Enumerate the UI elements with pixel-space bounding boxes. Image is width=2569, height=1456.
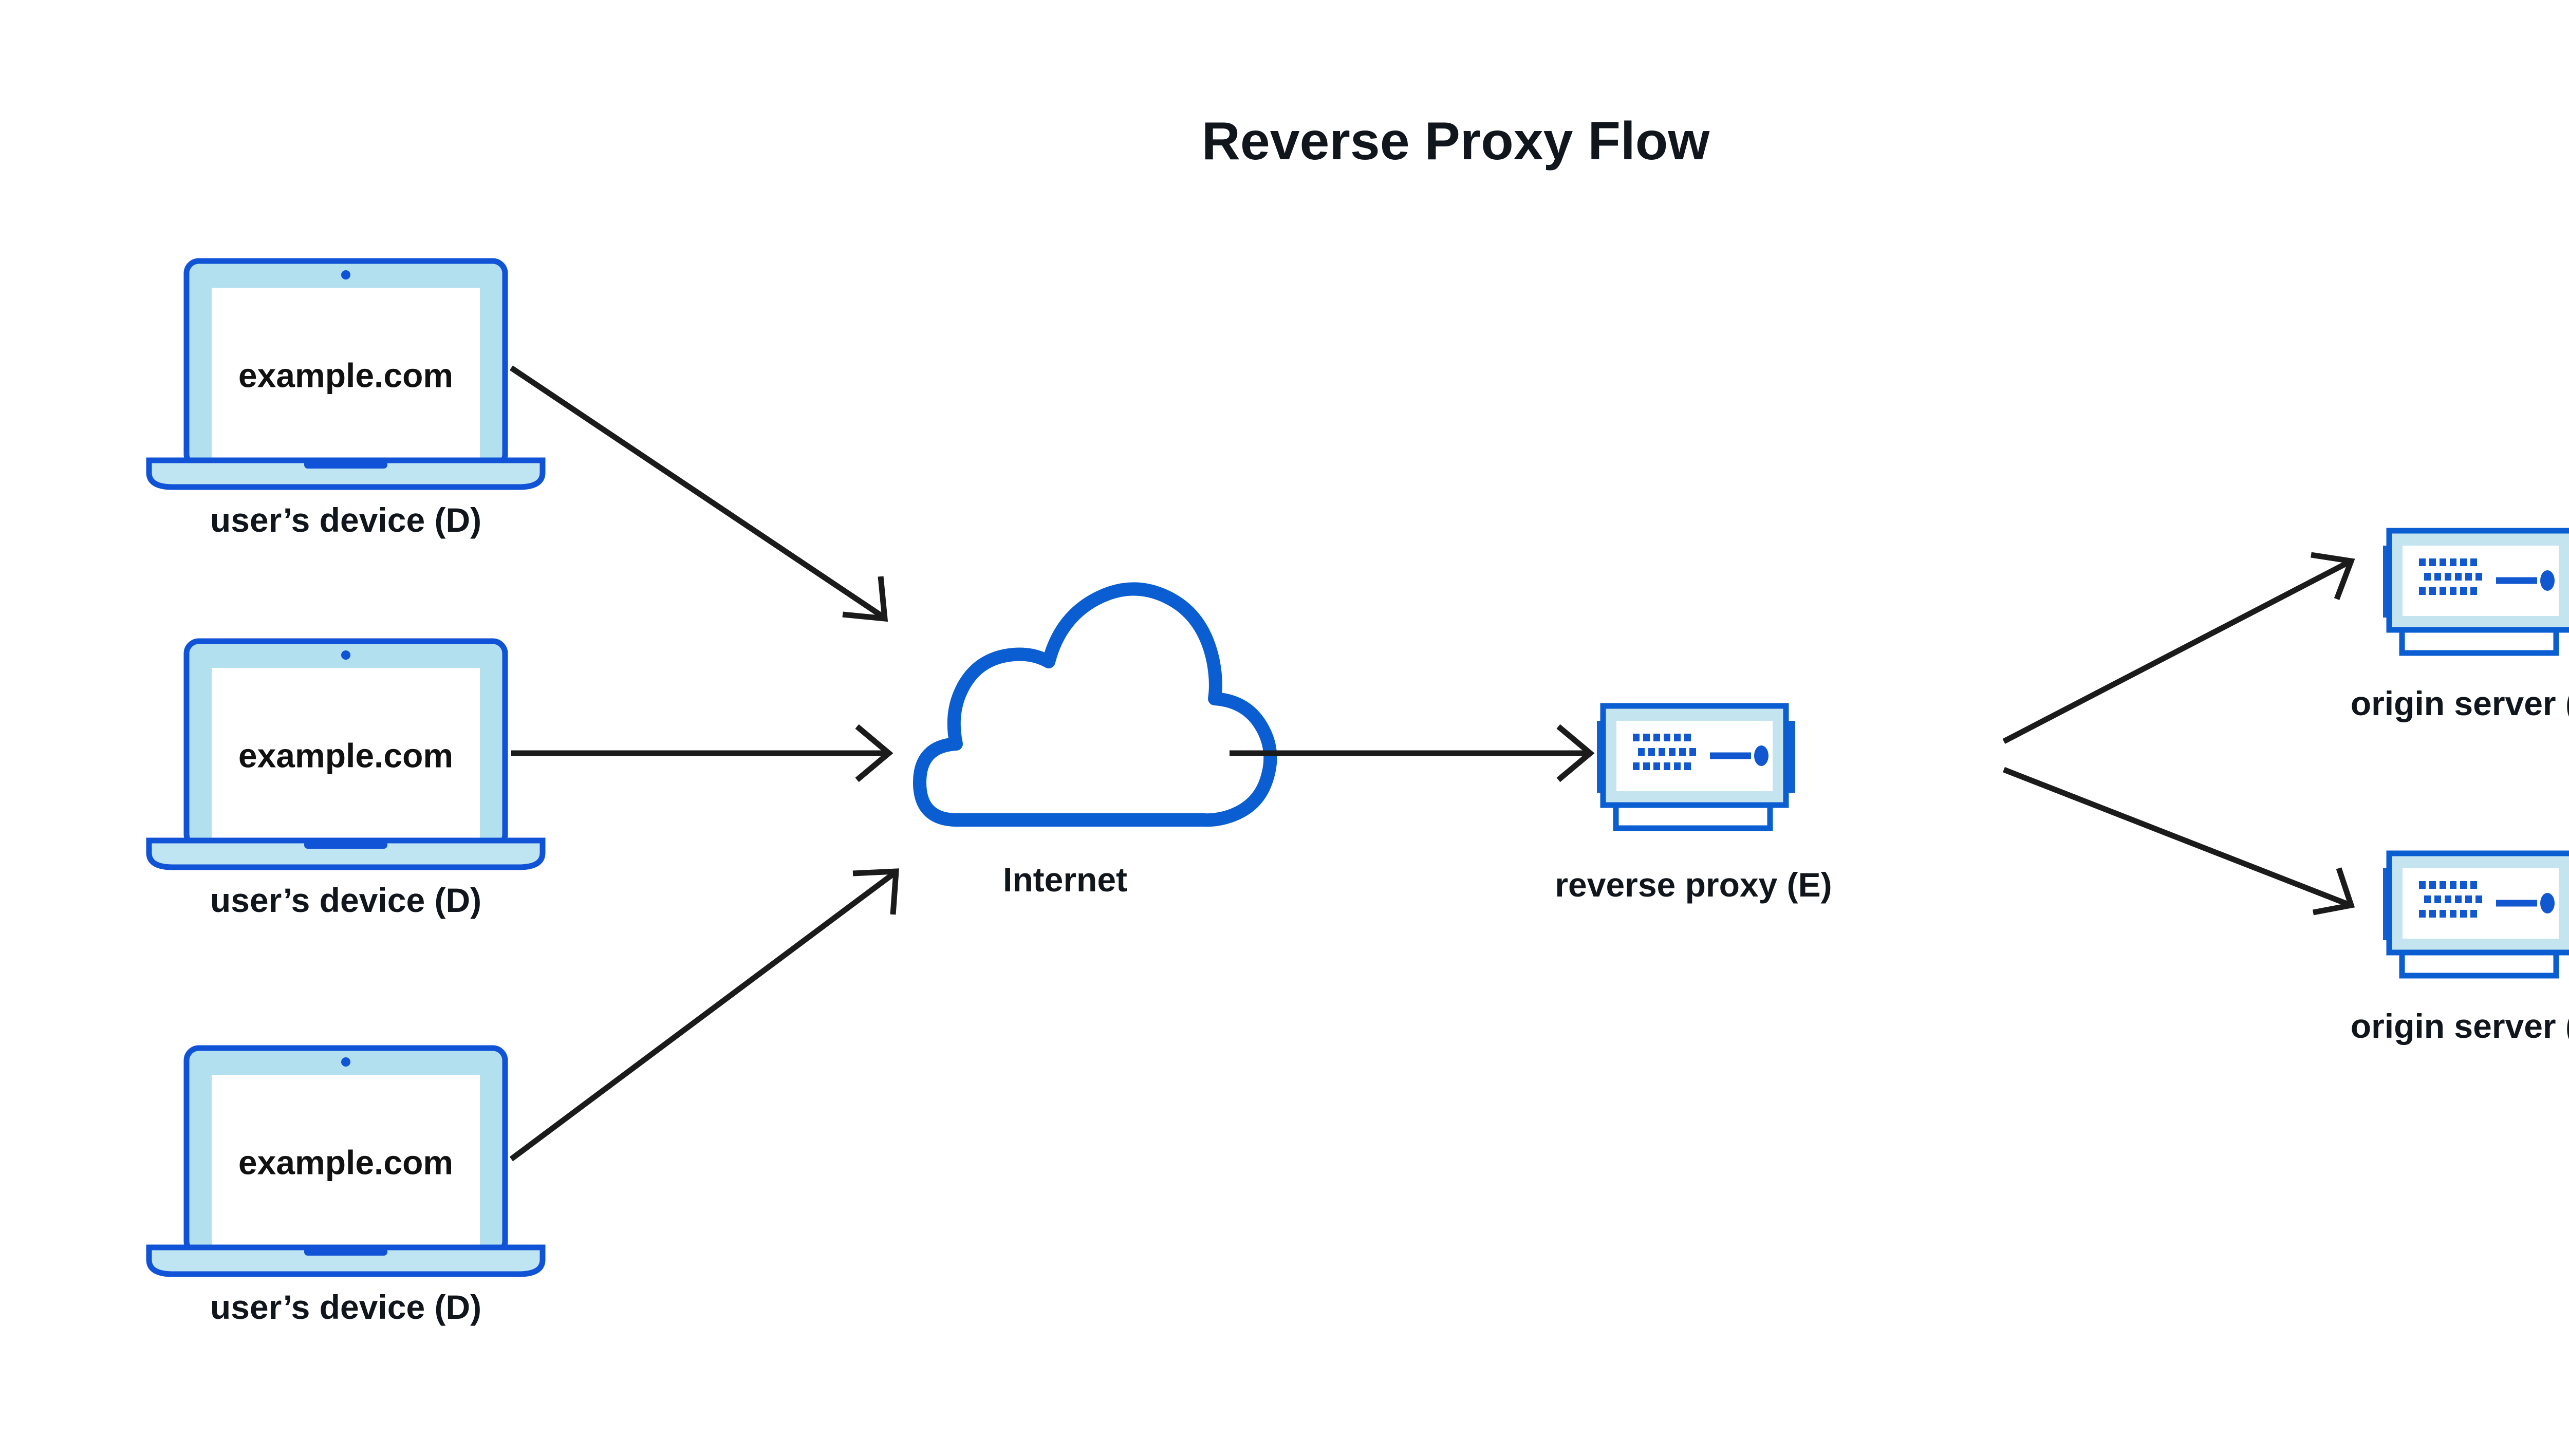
laptop-camera-icon <box>341 270 350 279</box>
label-client-1: user’s device (D) <box>210 501 481 539</box>
label-origin-1: origin server (F) <box>2351 684 2569 722</box>
laptop-screen <box>212 668 480 842</box>
laptop-screen <box>212 288 480 461</box>
cloud-icon-internet[interactable] <box>913 582 1277 827</box>
server-led-grid <box>1633 734 1696 770</box>
server-icon-origin-1[interactable] <box>2383 528 2569 656</box>
laptop-trackpad-notch <box>304 841 387 849</box>
laptop-icon-client-3[interactable]: example.com <box>146 1045 546 1277</box>
edge-internet-proxy <box>1230 724 1595 782</box>
label-internet: Internet <box>1003 861 1127 899</box>
page-title: Reverse Proxy Flow <box>1202 111 1710 171</box>
edge-proxy-origin1 <box>2002 552 2355 744</box>
label-client-3: user’s device (D) <box>210 1288 481 1326</box>
edge-client2-internet <box>511 724 893 782</box>
laptop-trackpad-notch <box>304 1247 387 1256</box>
edge-proxy-origin2 <box>2002 767 2355 916</box>
laptop-screen <box>212 1075 480 1248</box>
laptop-trackpad-notch <box>304 460 387 469</box>
laptop-icon-client-1[interactable]: example.com <box>146 258 546 490</box>
server-icon-origin-2[interactable] <box>2383 850 2569 979</box>
edge-client3-internet <box>509 868 899 1162</box>
laptop-camera-icon <box>341 650 350 660</box>
server-led-grid <box>2419 881 2482 918</box>
label-client-2: user’s device (D) <box>210 881 481 919</box>
laptop-base <box>146 837 546 870</box>
server-icon-reverse-proxy[interactable] <box>1597 703 1795 831</box>
label-origin-2: origin server (F) <box>2351 1007 2569 1045</box>
cloud-shape <box>913 582 1277 827</box>
laptop-camera-icon <box>341 1057 350 1067</box>
server-status-indicator <box>2540 893 2555 913</box>
laptop-screen-text: example.com <box>238 1143 453 1181</box>
label-reverse-proxy: reverse proxy (E) <box>1555 866 1832 904</box>
edge-client1-internet <box>509 365 888 622</box>
laptop-icon-client-2[interactable]: example.com <box>146 638 546 870</box>
laptop-base <box>146 457 546 490</box>
laptop-base <box>146 1244 546 1277</box>
laptop-screen-text: example.com <box>238 736 453 774</box>
server-status-indicator <box>1754 745 1768 766</box>
server-led-grid <box>2419 558 2482 595</box>
server-status-indicator <box>2540 570 2555 591</box>
laptop-screen-text: example.com <box>238 356 453 394</box>
